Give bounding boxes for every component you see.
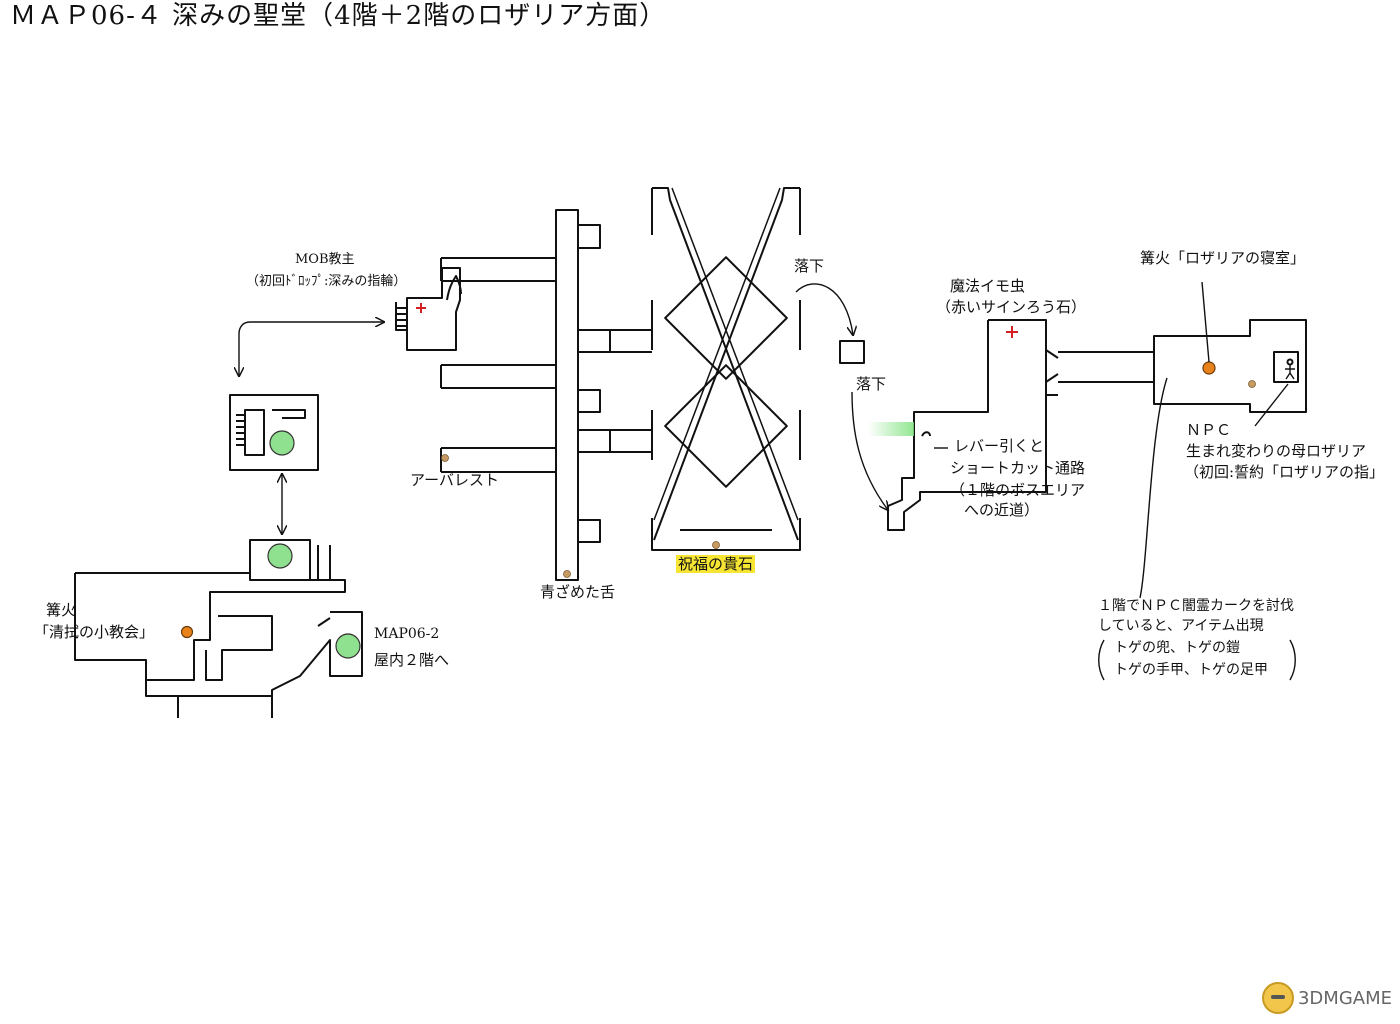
drop-label-2: 落下 [856,375,887,393]
item-markers [441,380,1256,578]
bonfire-rosaria-label: 篝火「ロザリアの寝室」 [1140,249,1306,267]
lever-label-1: レバー引くと [954,437,1045,455]
bonfire-church-label-2: 「清拭の小教会」 [34,623,155,641]
condition-label-1: １階でＮＰＣ闇霊カークを討伐 [1098,598,1294,614]
watermark: 3DMGAME [1261,982,1392,1014]
bonfire-church-label-1: 篝火 [46,601,77,619]
drop-label-1: 落下 [794,257,825,275]
map-link-label-1: MAP06-2 [374,626,440,642]
blessing-stone-label: 祝福の貴石 [676,554,756,574]
npc-label-2: 生まれ変わりの母ロザリア [1186,442,1367,460]
rosaria-chamber [1153,319,1307,413]
item-list-label-1: トゲの兜、トゲの鎧 [1114,640,1240,656]
left-lower-area [74,394,363,718]
condition-label-2: していると、アイテム出現 [1098,618,1264,634]
magic-grub-label-2: （赤いサインろう石） [936,298,1087,316]
mob-boss-room [395,267,462,351]
page-title: ＭＡＰ06-４ 深みの聖堂（4階＋2階のロザリア方面） [10,1,667,31]
lever-label-4: への近道） [964,501,1040,519]
npc-label-1: ＮＰＣ [1186,421,1232,439]
elevator-markers [267,430,361,659]
spine-corridors [440,209,611,581]
mob-boss-label: MOB教主 [295,252,355,267]
item-list-label-2: トゲの手甲、トゲの足甲 [1114,662,1268,678]
rosaria-corridor [1058,351,1154,383]
watermark-text: 3DMGAME [1297,987,1392,1009]
blessing-stone-text: 祝福の貴石 [676,555,756,573]
lever-label-2: ショートカット通路 [950,459,1086,477]
x-lattice [610,187,801,551]
arbalest-label: アーバレスト [410,471,499,489]
mob-drop-label: （初回ﾄﾞﾛｯﾌﾟ:深みの指輪） [246,274,407,289]
npc-label-3: （初回:誓約「ロザリアの指」 [1184,463,1385,481]
connector-arrows [239,281,1296,681]
watermark-logo-icon [1261,982,1294,1014]
pale-tongue-label: 青ざめた舌 [540,583,616,601]
drop-platform [839,340,865,364]
fog-gate [868,422,914,436]
map-link-label-2: 屋内２階へ [374,651,450,669]
lever-label-3: （１階のボスエリア [950,481,1086,499]
magic-grub-label-1: 魔法イモ虫 [950,277,1026,295]
